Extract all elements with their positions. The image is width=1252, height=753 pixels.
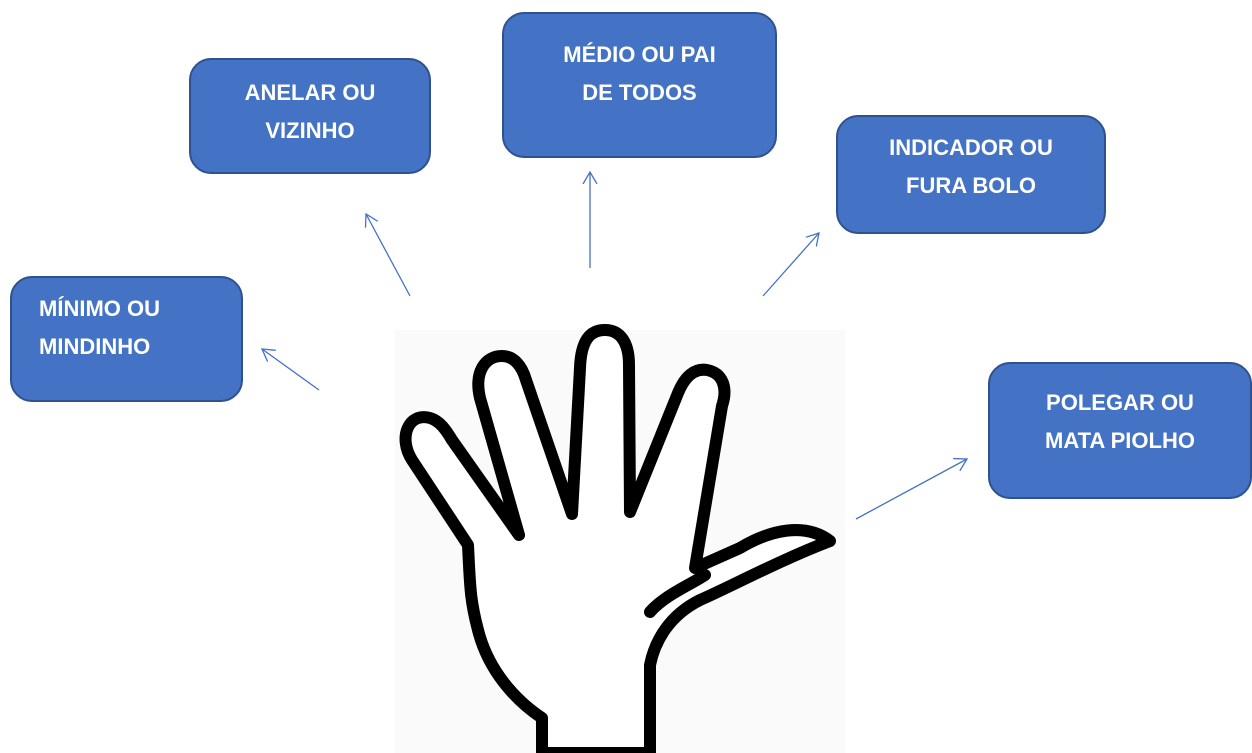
label-medio-line2: DE TODOS [582, 80, 697, 105]
label-box-indicador: INDICADOR OU FURA BOLO [836, 115, 1106, 234]
arrow-indicador [762, 233, 819, 297]
label-anelar-line1: ANELAR OU [244, 80, 376, 105]
label-minimo-line1: MÍNIMO OU [39, 296, 160, 321]
arrow-minimo [262, 349, 320, 391]
label-minimo-line2: MINDINHO [39, 334, 151, 359]
label-box-anelar: ANELAR OU VIZINHO [189, 58, 431, 174]
label-polegar-line2: MATA PIOLHO [1045, 428, 1195, 453]
label-box-minimo: MÍNIMO OU MINDINHO [10, 276, 243, 402]
label-anelar-line2: VIZINHO [265, 118, 355, 143]
label-box-medio: MÉDIO OU PAI DE TODOS [502, 12, 777, 158]
label-indicador-line1: INDICADOR OU [889, 135, 1053, 160]
label-medio-line1: MÉDIO OU PAI [563, 42, 716, 67]
arrow-polegar [855, 459, 967, 520]
label-indicador-line2: FURA BOLO [906, 173, 1036, 198]
label-box-polegar: POLEGAR OU MATA PIOLHO [988, 362, 1252, 499]
hand-icon [399, 324, 836, 753]
arrow-anelar [366, 214, 411, 297]
label-polegar-line1: POLEGAR OU [1046, 390, 1194, 415]
